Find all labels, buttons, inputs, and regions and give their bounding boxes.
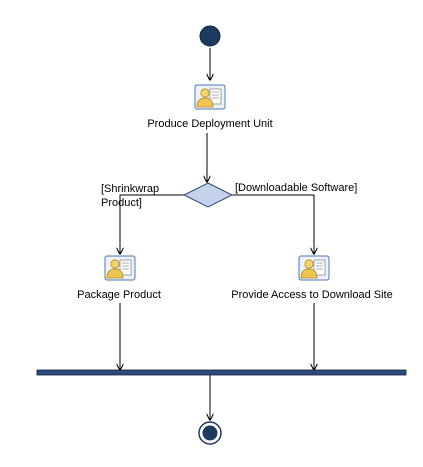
final-node-inner bbox=[202, 425, 218, 441]
edge-decision-to-package bbox=[120, 194, 184, 254]
decision-diamond-icon[interactable] bbox=[182, 182, 234, 208]
edge-decision-to-provide bbox=[232, 194, 314, 254]
initial-node-icon[interactable] bbox=[199, 25, 221, 47]
provide-activity-icon[interactable] bbox=[298, 255, 330, 281]
produce-activity-icon[interactable] bbox=[194, 84, 226, 110]
guard-downloadable: [Downloadable Software] bbox=[235, 182, 358, 194]
produce-activity-label: Produce Deployment Unit bbox=[147, 118, 273, 130]
provide-activity-label: Provide Access to Download Site bbox=[231, 289, 393, 301]
package-activity-icon[interactable] bbox=[104, 255, 136, 281]
join-bar-icon[interactable] bbox=[36, 369, 407, 376]
guard-shrinkwrap: [Shrinkwrap Product] bbox=[101, 183, 160, 209]
package-activity-label: Package Product bbox=[77, 289, 161, 301]
